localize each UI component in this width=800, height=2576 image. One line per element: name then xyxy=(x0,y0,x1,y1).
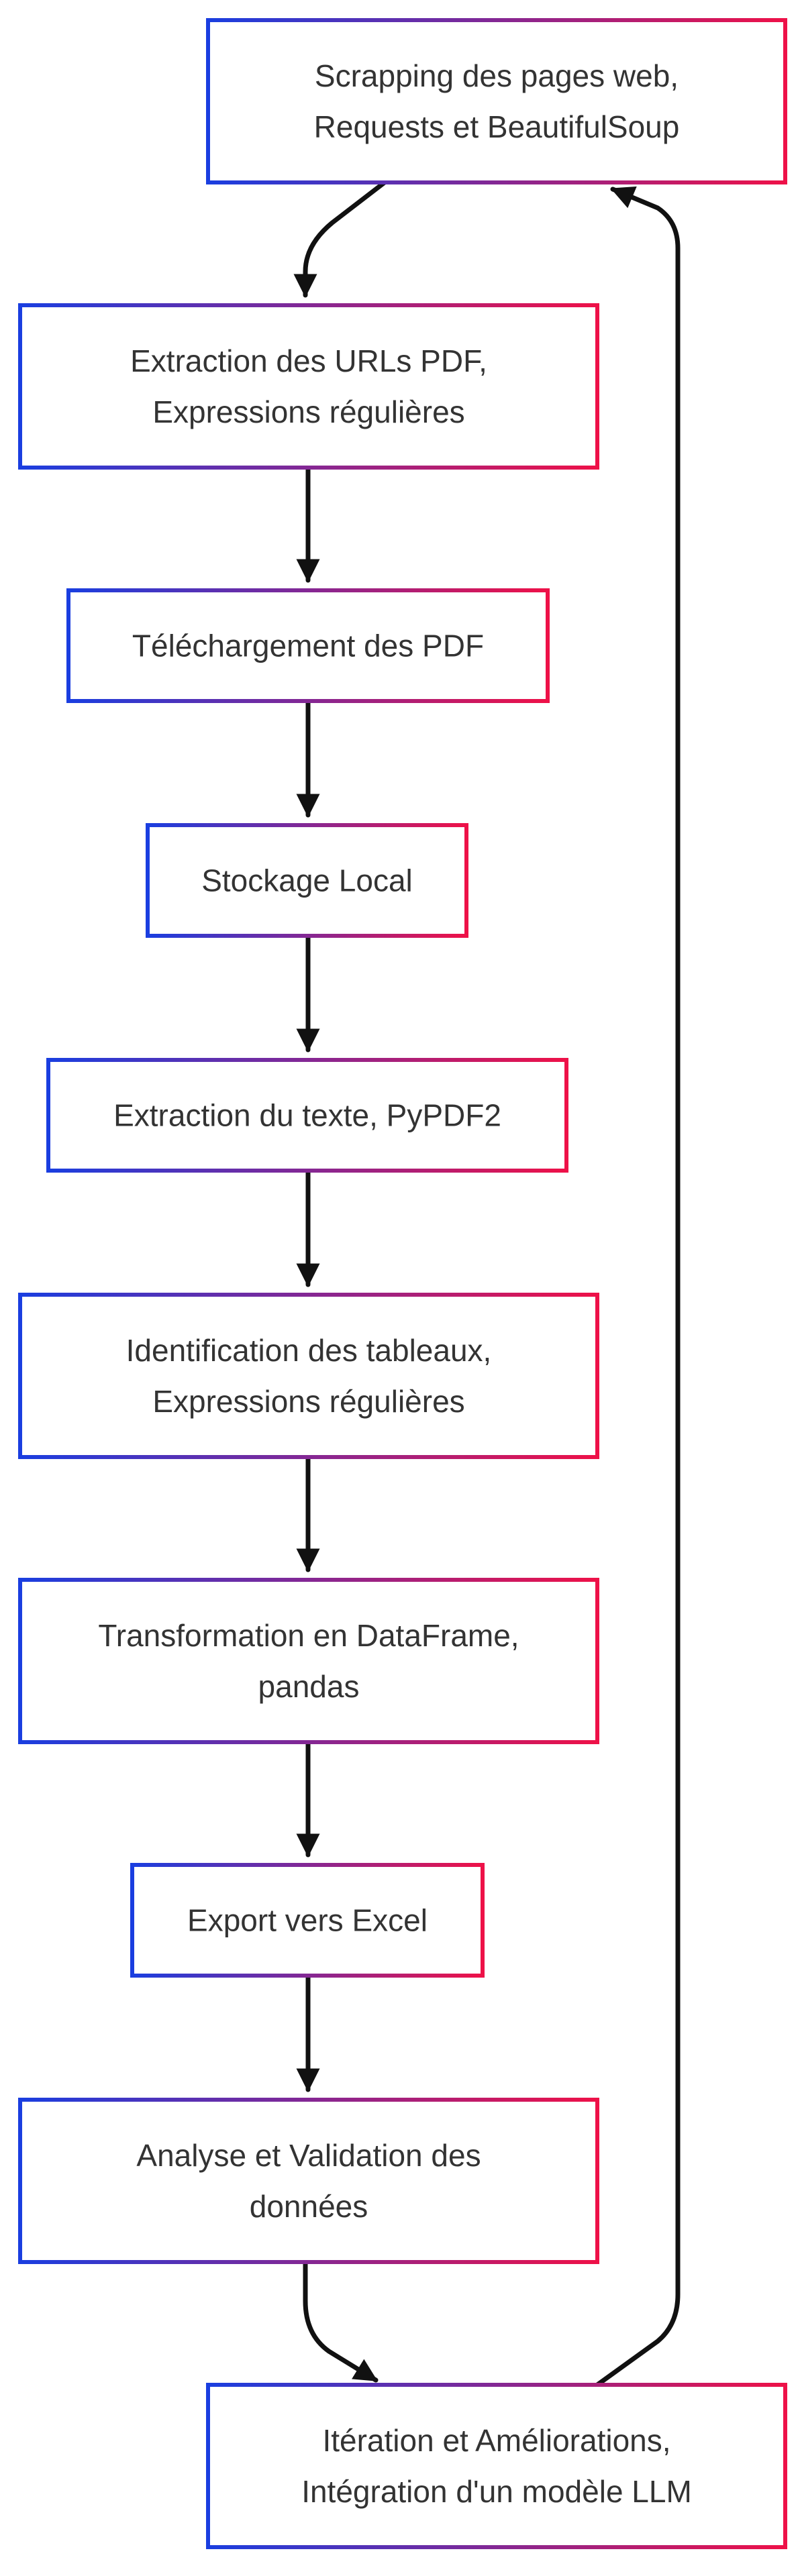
flowchart-node-8: Export vers Excel xyxy=(130,1863,485,1978)
node-label-line: Expressions régulières xyxy=(152,1384,464,1419)
node-box xyxy=(46,1058,568,1173)
flowchart-node-5: Extraction du texte, PyPDF2 xyxy=(46,1058,568,1173)
flowchart-node-7: Transformation en DataFrame, pandas xyxy=(18,1578,599,1744)
node-box xyxy=(18,2098,599,2264)
flowchart-node-4: Stockage Local xyxy=(146,823,468,938)
node-box xyxy=(206,2383,787,2549)
node-label-line: Analyse et Validation des xyxy=(136,2138,481,2173)
node-label-line: Itération et Améliorations, xyxy=(322,2423,670,2458)
flowchart-node-6: Identification des tableaux, Expressions … xyxy=(18,1293,599,1459)
node-label-line: Scrapping des pages web, xyxy=(315,58,679,93)
nodes-layer: Scrapping des pages web, Requests et Beau… xyxy=(18,18,787,2549)
node-label-line: Extraction du texte, PyPDF2 xyxy=(113,1098,501,1133)
node-box xyxy=(146,823,468,938)
node-box xyxy=(66,588,550,703)
flowchart-node-3: Téléchargement des PDF xyxy=(66,588,550,703)
node-box xyxy=(18,1578,599,1744)
node-label-line: Expressions régulières xyxy=(152,394,464,429)
node-box xyxy=(18,1293,599,1459)
flowchart-node-1: Scrapping des pages web, Requests et Beau… xyxy=(206,18,787,184)
node-label-line: Requests et BeautifulSoup xyxy=(314,109,680,144)
node-label-line: données xyxy=(250,2189,368,2224)
flowchart-node-10: Itération et Améliorations, Intégration d… xyxy=(206,2383,787,2549)
node-label-line: Identification des tableaux, xyxy=(126,1333,492,1368)
node-box xyxy=(130,1863,485,1978)
flowchart-node-2: Extraction des URLs PDF, Expressions régu… xyxy=(18,303,599,470)
edge-arrow-n10-to-n1 xyxy=(595,186,681,2387)
edge-arrow-n1-to-n2 xyxy=(293,180,387,298)
node-label-line: Stockage Local xyxy=(201,863,413,898)
edge-arrow-n9-to-n10 xyxy=(303,2259,379,2383)
node-label-line: Téléchargement des PDF xyxy=(132,629,484,663)
node-box xyxy=(18,303,599,470)
node-label-line: Intégration d'un modèle LLM xyxy=(301,2474,692,2509)
flowchart-node-9: Analyse et Validation des données xyxy=(18,2098,599,2264)
node-label-line: Export vers Excel xyxy=(187,1903,428,1938)
node-box xyxy=(206,18,787,184)
node-label-line: Transformation en DataFrame, xyxy=(98,1618,519,1653)
node-label-line: Extraction des URLs PDF, xyxy=(130,343,487,378)
node-label-line: pandas xyxy=(258,1669,360,1704)
edges-layer xyxy=(293,180,681,2387)
